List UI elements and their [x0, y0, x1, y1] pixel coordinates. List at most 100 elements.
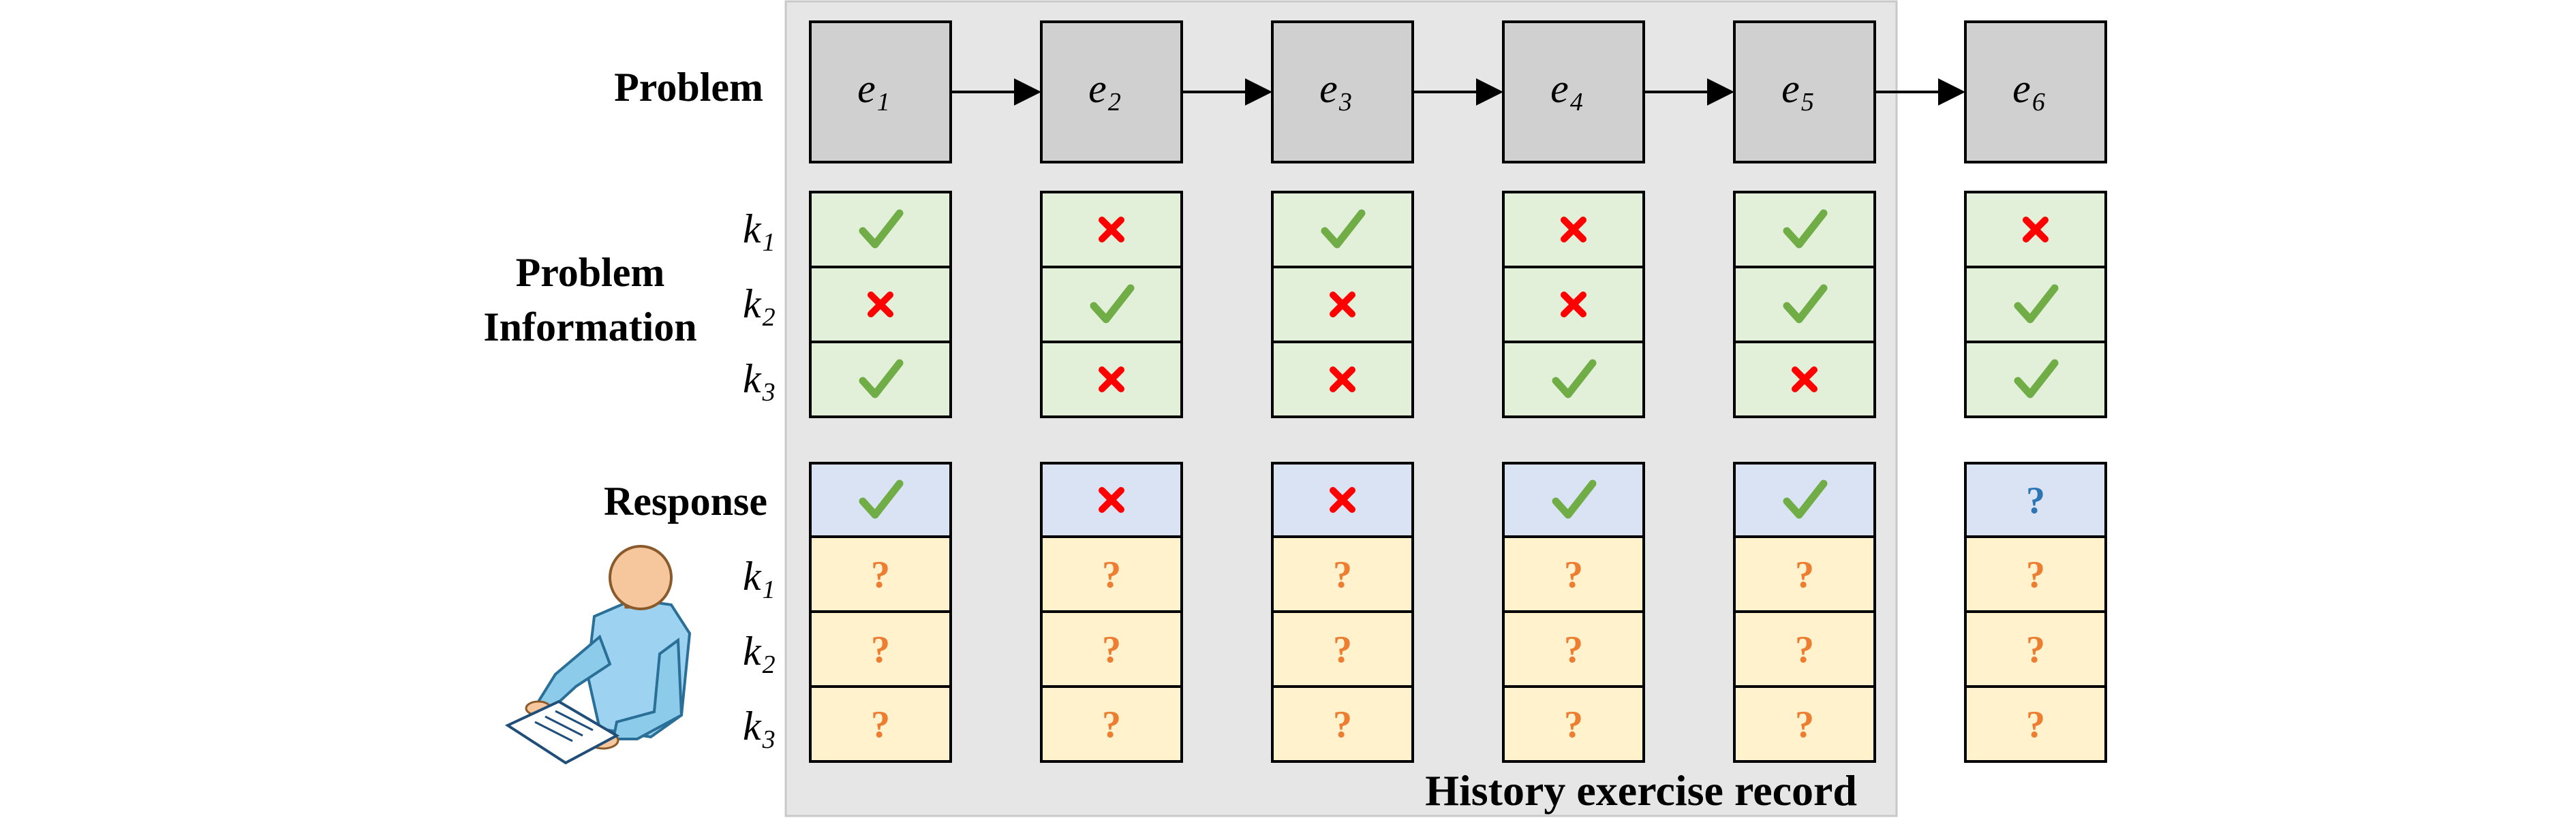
knowledge-cell: [1964, 685, 2107, 763]
check-mark-icon: [1783, 209, 1828, 249]
cross-stroke: [1792, 366, 1818, 392]
problem-label-subscript: 2: [1108, 88, 1121, 116]
question-mark-icon: ?: [1795, 554, 1814, 596]
problem-label-subscript: 5: [1801, 88, 1814, 116]
problem-label-letter: e: [1319, 66, 1338, 111]
problem-label-subscript: 4: [1570, 88, 1583, 116]
problem-label: e5: [1781, 66, 1814, 116]
cross-mark-icon: [1561, 292, 1586, 317]
problem-box: [809, 20, 952, 163]
question-mark-icon: ?: [1333, 629, 1352, 671]
info-cell: [1271, 191, 1414, 268]
question-mark-icon: ?: [1102, 629, 1121, 671]
cross-stroke: [1099, 217, 1124, 242]
question-mark-icon: ?: [871, 704, 890, 746]
svg-text:k2: k2: [743, 281, 776, 332]
concept-label-subscript: 1: [763, 228, 776, 257]
cross-stroke: [1330, 487, 1355, 513]
knowledge-cell: [1502, 535, 1645, 613]
concept-labels-info: k1 k2 k3: [743, 206, 776, 407]
info-cell: [1964, 341, 2107, 418]
cross-stroke: [1561, 217, 1586, 242]
knowledge-cell: [1964, 610, 2107, 688]
problem-label: e4: [1550, 66, 1583, 116]
cross-stroke: [1099, 366, 1124, 392]
question-mark-icon: ?: [1102, 554, 1121, 596]
concept-label-letter: k: [743, 629, 762, 674]
check-mark-icon: [859, 359, 904, 398]
check-mark-icon: [1783, 284, 1828, 324]
info-cell: [1040, 266, 1183, 343]
problem-box: [1733, 20, 1876, 163]
cross-mark-icon: [1330, 292, 1355, 317]
knowledge-cell: [809, 610, 952, 688]
cross-stroke: [868, 292, 893, 317]
question-mark-icon: ?: [871, 629, 890, 671]
knowledge-cell: [1733, 685, 1876, 763]
svg-text:k2: k2: [743, 629, 776, 679]
knowledge-cell: [1271, 610, 1414, 688]
check-mark-icon: [2014, 284, 2059, 324]
knowledge-cell: [1733, 610, 1876, 688]
concept-label-subscript: 3: [762, 725, 776, 754]
cross-mark-icon: [1099, 366, 1124, 392]
question-mark-icon: ?: [1564, 554, 1583, 596]
knowledge-cell: [1040, 685, 1183, 763]
check-mark-icon: [1552, 479, 1597, 519]
cross-stroke: [1099, 487, 1124, 513]
problem-column: e1???: [809, 20, 1041, 763]
problem-label: e6: [2012, 66, 2045, 116]
question-mark-icon: ?: [2026, 704, 2045, 746]
problem-label-subscript: 6: [2032, 88, 2045, 116]
check-mark-icon: [1321, 209, 1366, 249]
problem-column: e2???: [1040, 20, 1272, 763]
problem-label-letter: e: [857, 66, 876, 111]
cross-mark-icon: [1330, 487, 1355, 513]
cross-mark-icon: [868, 292, 893, 317]
problem-box: [1271, 20, 1414, 163]
knowledge-cell: [1733, 535, 1876, 613]
question-mark-icon: ?: [1333, 554, 1352, 596]
concept-label-subscript: 1: [763, 576, 776, 604]
svg-text:k1: k1: [743, 554, 776, 604]
history-caption: History exercise record: [1425, 766, 1857, 815]
problem-label-letter: e: [2012, 66, 2031, 111]
knowledge-cell: [1502, 685, 1645, 763]
question-mark-icon: ?: [1333, 704, 1352, 746]
info-cell: [1733, 266, 1876, 343]
check-mark-icon: [859, 479, 904, 519]
knowledge-cell: [1271, 685, 1414, 763]
cross-stroke: [1561, 292, 1586, 317]
cross-mark-icon: [1330, 366, 1355, 392]
check-mark-icon: [859, 209, 904, 249]
info-cell: [1733, 191, 1876, 268]
concept-label-letter: k: [743, 704, 762, 749]
question-mark-icon: ?: [1564, 629, 1583, 671]
problem-column: e5???: [1733, 20, 1965, 763]
problem-label: e1: [857, 66, 890, 116]
response-cell: [809, 462, 952, 538]
info-cell: [1502, 266, 1645, 343]
problem-columns: e1???e2???e3???e4???e5???e6????: [809, 20, 2107, 763]
response-row-label: Response: [604, 479, 767, 524]
problem-information-label-line2: Information: [483, 304, 696, 349]
cross-stroke: [2023, 217, 2049, 242]
check-mark-icon: [1783, 479, 1828, 519]
check-mark-icon: [1552, 359, 1597, 398]
problem-label: e3: [1319, 66, 1352, 116]
knowledge-cell: [809, 535, 952, 613]
student-reading-icon: [504, 545, 692, 765]
knowledge-cell: [1040, 610, 1183, 688]
problem-row-label: Problem: [614, 65, 763, 110]
concept-label-subscript: 2: [763, 303, 776, 332]
cross-mark-icon: [1099, 217, 1124, 242]
knowledge-cell: [809, 685, 952, 763]
check-mark-icon: [2014, 359, 2059, 398]
cross-stroke: [1330, 292, 1355, 317]
response-cell: [1502, 462, 1645, 538]
info-cell: [809, 191, 952, 268]
question-mark-icon: ?: [1102, 704, 1121, 746]
question-mark-icon: ?: [1564, 704, 1583, 746]
cross-mark-icon: [1099, 487, 1124, 513]
problem-label-letter: e: [1088, 66, 1107, 111]
